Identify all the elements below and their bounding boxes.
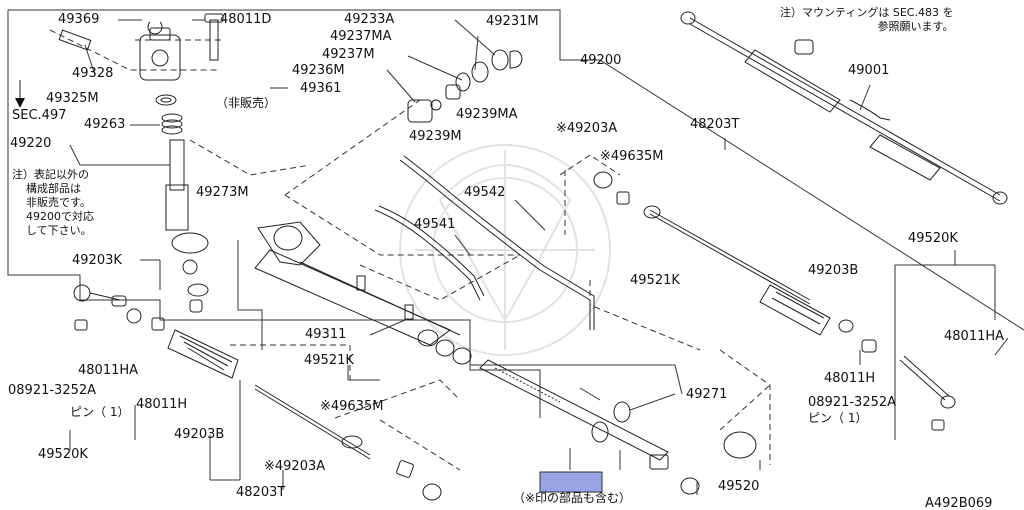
right-tie-rod-drawing — [593, 171, 956, 459]
part-label-49233A[interactable]: 49233A — [344, 12, 395, 27]
part-label-49239MA[interactable]: 49239MA — [456, 107, 518, 122]
pressure-tubes-drawing — [374, 155, 595, 330]
parts-note-line-1: 注）表記以外の — [12, 168, 89, 181]
rack-drawing — [479, 359, 700, 495]
part-label-49542[interactable]: 49542 — [464, 185, 506, 200]
not-sold-label: （非販売） — [216, 96, 277, 110]
part-label-49635M-left[interactable]: ※49635M — [320, 399, 384, 414]
part-label-49263[interactable]: 49263 — [84, 117, 126, 132]
part-label-49236M[interactable]: 49236M — [292, 63, 345, 78]
pin-label-right: ピン（ 1） — [808, 411, 868, 425]
spring-stack-drawing — [161, 113, 183, 135]
mounting-note-line-1: 注）マウンティングは SEC.483 を — [780, 6, 954, 19]
pinion-shaft-drawing — [165, 139, 209, 313]
part-label-49521K-right[interactable]: 49521K — [630, 273, 680, 288]
part-label-49325M[interactable]: 49325M — [46, 91, 99, 106]
part-label-49203A-left[interactable]: ※49203A — [264, 459, 326, 474]
part-label-49203K[interactable]: 49203K — [72, 253, 122, 268]
part-label-49200[interactable]: 49200 — [580, 53, 622, 68]
parts-note-line-3: 非販売です。 — [26, 196, 91, 209]
complete-assembly-drawing — [680, 11, 1008, 205]
part-label-49541[interactable]: 49541 — [414, 217, 456, 232]
part-label-49520K-right[interactable]: 49520K — [908, 231, 958, 246]
left-tie-rod-drawing — [73, 284, 442, 501]
parts-note: 注）表記以外の 構成部品は 非販売です。 49200で対応 して下さい。 — [12, 168, 94, 238]
part-label-48011HA-left[interactable]: 48011HA — [78, 363, 139, 378]
kit-note: （※印の部品も含む） — [513, 491, 632, 505]
parts-note-line-4: 49200で対応 — [26, 210, 94, 223]
section-ref[interactable]: SEC.497 — [12, 108, 67, 123]
part-label-49271[interactable]: 49271 — [686, 387, 728, 402]
part-label-49237MA[interactable]: 49237MA — [330, 29, 392, 44]
part-label-49369[interactable]: 49369 — [58, 12, 100, 27]
part-label-49273M[interactable]: 49273M — [196, 185, 249, 200]
part-label-08921-right[interactable]: 08921-3252A — [808, 395, 897, 410]
mounting-note: 注）マウンティングは SEC.483 を 参照願います。 — [780, 6, 953, 34]
part-label-48011H-right[interactable]: 48011H — [824, 371, 876, 386]
part-label-49520[interactable]: 49520 — [718, 479, 760, 494]
part-label-48203T-right[interactable]: 48203T — [690, 117, 740, 132]
part-label-49203A-right[interactable]: ※49203A — [556, 121, 618, 136]
part-label-49361[interactable]: 49361 — [300, 81, 342, 96]
part-label-48011D[interactable]: 48011D — [220, 12, 272, 27]
part-label-49203B-right[interactable]: 49203B — [808, 263, 859, 278]
part-label-49203B-left[interactable]: 49203B — [174, 427, 225, 442]
part-label-49001[interactable]: 49001 — [848, 63, 890, 78]
pin-label-left: ピン（ 1） — [70, 405, 130, 419]
figure-ref: A492B069 — [925, 496, 993, 510]
parts-note-line-2: 構成部品は — [26, 182, 81, 195]
part-label-48011H-left[interactable]: 48011H — [136, 397, 188, 412]
mounting-note-line-2: 参照願います。 — [877, 20, 954, 33]
section-arrow — [15, 80, 25, 108]
part-label-49521K-left[interactable]: 49521K — [304, 353, 354, 368]
part-label-49635M-right[interactable]: ※49635M — [600, 149, 664, 164]
part-label-49239M[interactable]: 49239M — [409, 129, 462, 144]
watermark-emblem — [399, 144, 611, 356]
part-label-49520K-left[interactable]: 49520K — [38, 447, 88, 462]
part-label-08921-left[interactable]: 08921-3252A — [8, 383, 97, 398]
gear-housing-drawing — [254, 221, 472, 365]
kit-highlight-box — [539, 471, 603, 493]
part-label-48203T-left[interactable]: 48203T — [236, 485, 286, 500]
part-label-49311[interactable]: 49311 — [305, 327, 347, 342]
part-label-48011HA-right[interactable]: 48011HA — [944, 329, 1005, 344]
part-label-49328[interactable]: 49328 — [72, 66, 114, 81]
valve-seal-parts-drawing — [407, 49, 523, 123]
leader-lines — [69, 19, 1009, 495]
part-label-49231M[interactable]: 49231M — [486, 14, 539, 29]
parts-note-line-5: して下さい。 — [26, 224, 92, 237]
part-label-49237M[interactable]: 49237M — [322, 47, 375, 62]
part-label-49220[interactable]: 49220 — [10, 136, 52, 151]
valve-housing-drawing — [58, 13, 224, 106]
